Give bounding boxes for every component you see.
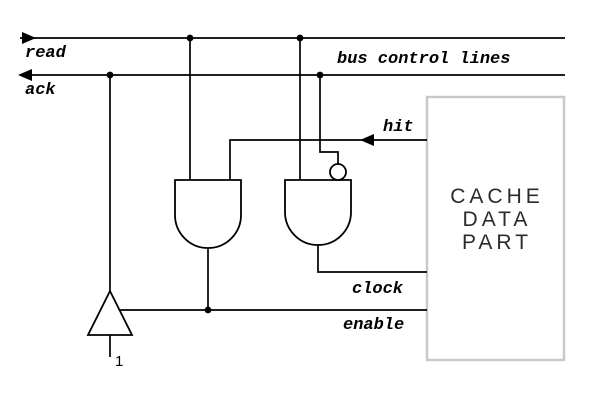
junction-dot	[316, 71, 324, 79]
bus-control-lines-label: bus control lines	[337, 50, 510, 69]
inverter-bubble	[329, 163, 347, 181]
cache-box-label-line2: DATA	[463, 208, 532, 231]
hit-label: hit	[383, 118, 414, 137]
read-label: read	[25, 44, 67, 63]
read-direction-arrow-icon	[22, 32, 36, 44]
ack-to-inverted-input-wire	[319, 75, 339, 166]
and-gate-right	[284, 179, 352, 246]
clock-wire	[317, 245, 427, 273]
cache-box-label-line3: PART	[462, 231, 532, 254]
enable-label: enable	[343, 316, 404, 335]
and-gate-left	[174, 179, 242, 249]
ack-label: ack	[25, 81, 56, 100]
tristate-buffer	[86, 288, 134, 336]
junction-dot	[106, 71, 114, 79]
cache-data-part-box	[425, 95, 566, 362]
junction-dot	[204, 306, 212, 314]
ack-direction-arrow-icon	[18, 69, 32, 81]
hit-direction-arrow-icon	[360, 134, 374, 146]
junction-dot	[186, 34, 194, 42]
clock-label: clock	[352, 280, 404, 299]
buffer-constant-one-label: 1	[115, 353, 123, 370]
cache-box-label-line1: CACHE	[450, 185, 544, 208]
hit-wire	[229, 139, 427, 180]
junction-dot	[296, 34, 304, 42]
